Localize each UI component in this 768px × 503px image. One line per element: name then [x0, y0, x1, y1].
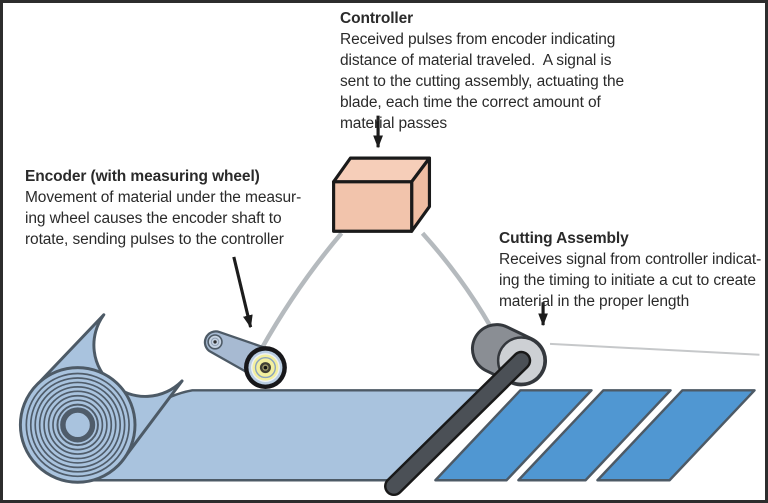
diagram-artwork [18, 115, 760, 497]
roll-spiral-ring [43, 390, 113, 460]
label-encoder-line: Movement of material under the measur- [25, 189, 302, 206]
faint-edge-line [549, 342, 760, 356]
roll-core-ring [60, 407, 96, 443]
label-cutting-assembly-line: Receives signal from controller indicat- [499, 251, 762, 268]
label-controller-line: distance of material traveled. A signal … [340, 52, 612, 69]
material-roll-face [18, 366, 137, 484]
cutting-assembly [384, 323, 548, 497]
label-controller-title: Controller [340, 10, 414, 27]
label-encoder: Encoder (with measuring wheel) Movement … [25, 166, 335, 250]
label-controller-line: Received pulses from encoder indicating [340, 31, 616, 48]
roll-spiral-ring [52, 399, 104, 451]
label-controller-line: blade, each time the correct amount of [340, 94, 601, 111]
roll-spiral-ring [25, 372, 130, 478]
label-controller-line: sent to the cutting assembly, actuating … [340, 73, 625, 90]
roll-spiral-ring [47, 394, 108, 455]
label-cutting-assembly-line: ing the timing to initiate a cut to crea… [499, 272, 756, 289]
encoder-pivot-ring [210, 337, 220, 347]
cut-piece-3 [596, 389, 756, 482]
measuring-wheel-axle-dot [263, 365, 268, 370]
roll-spiral-ring [34, 381, 122, 469]
label-encoder-title: Encoder (with measuring wheel) [25, 168, 260, 185]
controller-box [332, 156, 432, 233]
cut-piece-2 [517, 389, 672, 482]
label-cutting-assembly: Cutting Assembly Receives signal from co… [499, 228, 765, 312]
cut-piece-1 [434, 389, 593, 482]
roll-spiral-ring [56, 403, 99, 447]
measuring-wheel-inner-ring [254, 357, 277, 379]
roll-spiral-ring [38, 386, 117, 464]
encoder-pivot-dot [213, 340, 217, 344]
label-cutting-assembly-title: Cutting Assembly [499, 230, 629, 247]
label-encoder-line: ing wheel causes the encoder shaft to [25, 210, 282, 227]
label-cutting-assembly-line: material in the proper length [499, 293, 690, 310]
controller-box-front [332, 180, 414, 233]
roll-spiral-ring [29, 377, 126, 473]
wire-controller-to-encoder [259, 231, 344, 350]
label-controller: Controller Received pulses from encoder … [340, 8, 658, 134]
label-controller-line: material passes [340, 115, 448, 132]
label-encoder-line: rotate, sending pulses to the controller [25, 231, 284, 248]
cutter-blade [386, 353, 529, 494]
measuring-wheel [243, 346, 287, 390]
arrow-to-encoder [232, 256, 253, 329]
